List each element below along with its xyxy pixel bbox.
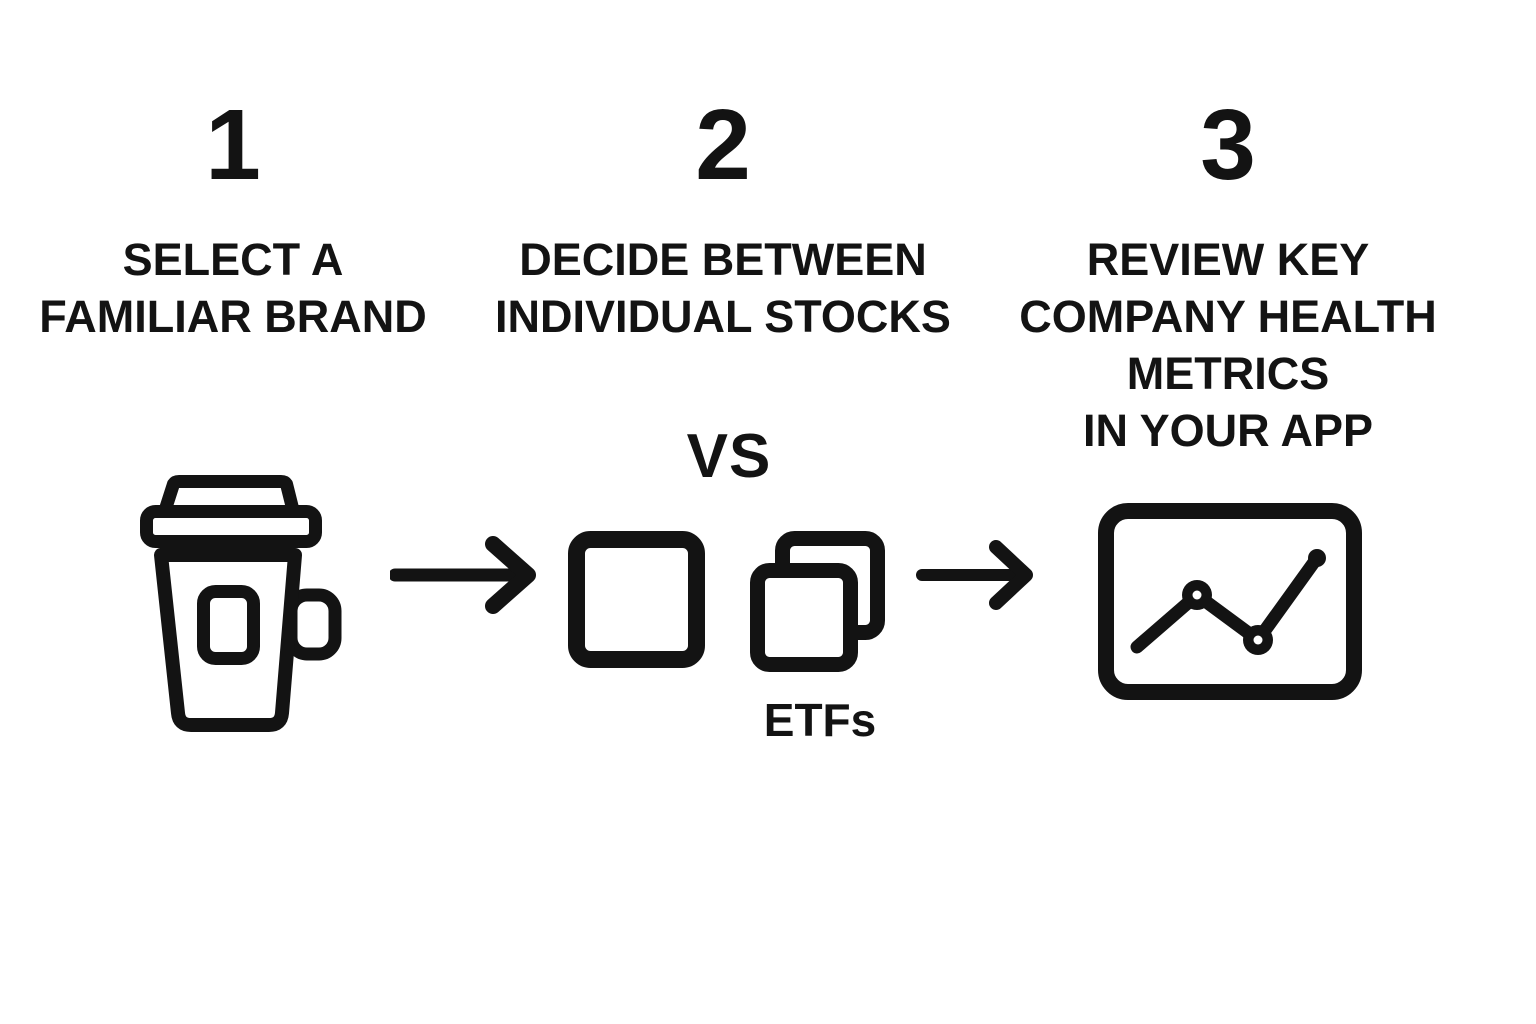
arrow-right-icon	[916, 540, 1033, 610]
etf-stacked-squares-icon	[750, 531, 885, 672]
step-2-label-line-2: INDIVIDUAL STOCKS	[495, 291, 951, 342]
line-chart-panel-icon	[1098, 503, 1362, 700]
step-1-label-line-1: SELECT A	[122, 234, 344, 285]
step-3-label-line-1: REVIEW KEY	[1086, 234, 1370, 285]
vs-label: VS	[686, 422, 772, 491]
arrow-right-icon	[390, 536, 536, 614]
etf-label: ETFs	[763, 694, 877, 746]
step-3-label-line-3: METRICS	[1126, 348, 1330, 399]
step-3-label-line-2: COMPANY HEALTH	[1019, 291, 1437, 342]
step-2-number: 2	[695, 89, 751, 201]
coffee-cup-icon	[140, 475, 342, 732]
step-1-number: 1	[205, 89, 261, 201]
step-2-label-line-1: DECIDE BETWEEN	[519, 234, 927, 285]
single-stock-square-icon	[568, 531, 705, 668]
step-2-label: DECIDE BETWEEN INDIVIDUAL STOCKS	[483, 231, 963, 345]
step-3-label-line-4: IN YOUR APP	[1082, 405, 1374, 456]
step-3-label: REVIEW KEY COMPANY HEALTH METRICS IN YOU…	[988, 231, 1468, 459]
step-1-label: SELECT A FAMILIAR BRAND	[0, 231, 473, 345]
step-3-number: 3	[1200, 89, 1256, 201]
step-1-label-line-2: FAMILIAR BRAND	[39, 291, 427, 342]
